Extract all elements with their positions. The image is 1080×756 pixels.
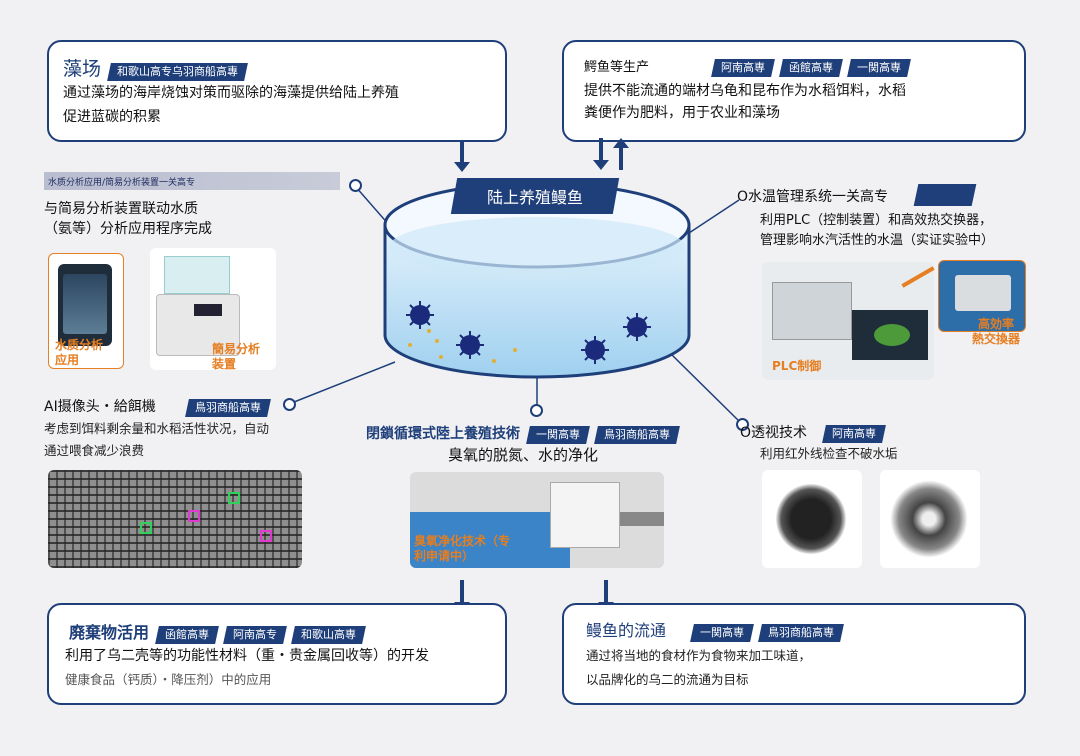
xray-header: O透视技术 阿南高専 (740, 422, 887, 443)
waste-title: 廃棄物活用 (69, 623, 150, 642)
distribution-title: 鳗鱼的流通 (586, 621, 667, 640)
ai-camera-text-2: 通过喂食减少浪费 (44, 443, 145, 458)
ai-camera-title: AI摄像头・給餌機 (44, 399, 156, 415)
temperature-title-row: O水温管理系统一关高专 (737, 186, 888, 206)
waste-tag-1: 函館高専 (155, 626, 220, 644)
distribution-tag-1: 一関高専 (690, 624, 755, 642)
water-quality-text-2: （氨等）分析应用程序完成 (44, 221, 212, 237)
recirculation-tag-2: 鳥羽商船高専 (594, 426, 681, 444)
plc-label: PLC制御 (772, 359, 822, 373)
waste-box: 廃棄物活用 函館高専 阿南高专 和歌山高専 利用了乌二壳等的功能性材料（重・贵金… (47, 603, 507, 705)
arrow-up-icon (613, 138, 629, 170)
production-text-1: 提供不能流通的端材乌龟和昆布作为水稻饵料，水稻 (584, 83, 906, 99)
center-banner-text: 陆上养殖鳗鱼 (486, 188, 583, 207)
connector-dot (349, 179, 362, 192)
waste-tag-2: 阿南高专 (223, 626, 288, 644)
water-quality-header: 水质分析应用/简易分析装置一关高专 (44, 172, 340, 190)
arrow-down-icon (454, 140, 470, 172)
waste-tag-3: 和歌山高専 (291, 626, 367, 644)
xray-title: O透视技术 (740, 425, 808, 441)
production-title: 鰐鱼等生产 (584, 60, 650, 75)
ai-camera-text-1: 考虑到饵料剩余量和水稻活性状况，自动 (44, 421, 270, 436)
heat-exchanger-photo (938, 260, 1026, 332)
heat-exchanger-label: 高効率 熱交換器 (972, 317, 1021, 346)
ozone-label: 臭氧净化技术（专 利申请中） (414, 534, 511, 563)
urchin-xray-photo (880, 470, 980, 568)
xray-tag: 阿南高専 (822, 425, 887, 443)
waste-text-1: 利用了乌二壳等的功能性材料（重・贵金属回收等）的开发 (65, 648, 429, 664)
urchin-photo (762, 470, 862, 568)
temperature-tag-bar (913, 184, 977, 206)
seaweed-box: 藻场 和歌山高专乌羽商船高專 通过藻场的海岸烧蚀对策而驱除的海藻提供给陆上养殖 … (47, 40, 507, 142)
water-app-photo: 水质分析 应用 (48, 253, 124, 369)
distribution-header: 鳗鱼的流通 一関高専 鳥羽商船高専 (586, 617, 845, 642)
recirculation-title: 閉鎖循環式陸上養殖技術 (366, 426, 520, 442)
waste-text-2: 健康食品（钙质）・降压剂）中的应用 (65, 672, 272, 687)
distribution-tag-2: 鳥羽商船高専 (758, 624, 845, 642)
connector-dot (283, 398, 296, 411)
water-quality-text-1: 与简易分析装置联动水质 (44, 201, 198, 217)
ai-camera-photo (48, 470, 302, 568)
ai-camera-header: AI摄像头・給餌機 鳥羽商船高専 (44, 396, 271, 417)
xray-text-1: 利用红外线检查不破水垢 (760, 446, 898, 461)
production-box: 鰐鱼等生产 阿南高専 函館高専 一関高専 提供不能流通的端材乌龟和昆布作为水稻饵… (562, 40, 1026, 142)
recirculation-tag-1: 一関高専 (526, 426, 591, 444)
recirculation-header: 閉鎖循環式陸上養殖技術 一関高専 鳥羽商船高専 (366, 423, 681, 444)
seaweed-header: 藻场 和歌山高专乌羽商船高專 (63, 54, 249, 81)
temperature-title: O水温管理系统一关高专 (737, 189, 889, 205)
production-header: 鰐鱼等生产 阿南高専 函館高専 一関高専 (584, 56, 912, 77)
ozone-photo: 臭氧净化技术（专 利申请中） (410, 472, 664, 568)
waste-header: 廃棄物活用 函館高専 阿南高专 和歌山高専 (69, 619, 367, 644)
seaweed-text-2: 促进蓝碳的积累 (63, 109, 161, 125)
temperature-text-2: 管理影响水汽活性的水温（实证实验中） (760, 233, 995, 248)
arrow-down-icon (593, 138, 609, 170)
seaweed-title: 藻场 (63, 58, 102, 80)
simple-analyzer-photo: 簡易分析 装置 (150, 248, 276, 370)
water-app-label: 水质分析 应用 (55, 338, 104, 367)
distribution-box: 鳗鱼的流通 一関高専 鳥羽商船高専 通过将当地的食材作为食物来加工味道， 以品牌… (562, 603, 1026, 705)
temperature-text-1: 利用PLC（控制装置）和高效热交换器， (760, 213, 993, 228)
simple-analyzer-label: 簡易分析 装置 (212, 342, 261, 370)
distribution-text-2: 以品牌化的乌二的流通为目标 (586, 672, 749, 687)
recirculation-subtitle: 臭氧的脱氮、水的净化 (448, 446, 599, 464)
production-text-2: 粪便作为肥料，用于农业和藻场 (584, 105, 780, 121)
seaweed-text-1: 通过藻场的海岸烧蚀对策而驱除的海藻提供给陆上养殖 (63, 85, 399, 101)
distribution-text-1: 通过将当地的食材作为食物来加工味道， (586, 648, 812, 663)
ai-camera-tag: 鳥羽商船高専 (184, 399, 271, 417)
connector-dot (530, 404, 543, 417)
connector-dot (736, 418, 749, 431)
